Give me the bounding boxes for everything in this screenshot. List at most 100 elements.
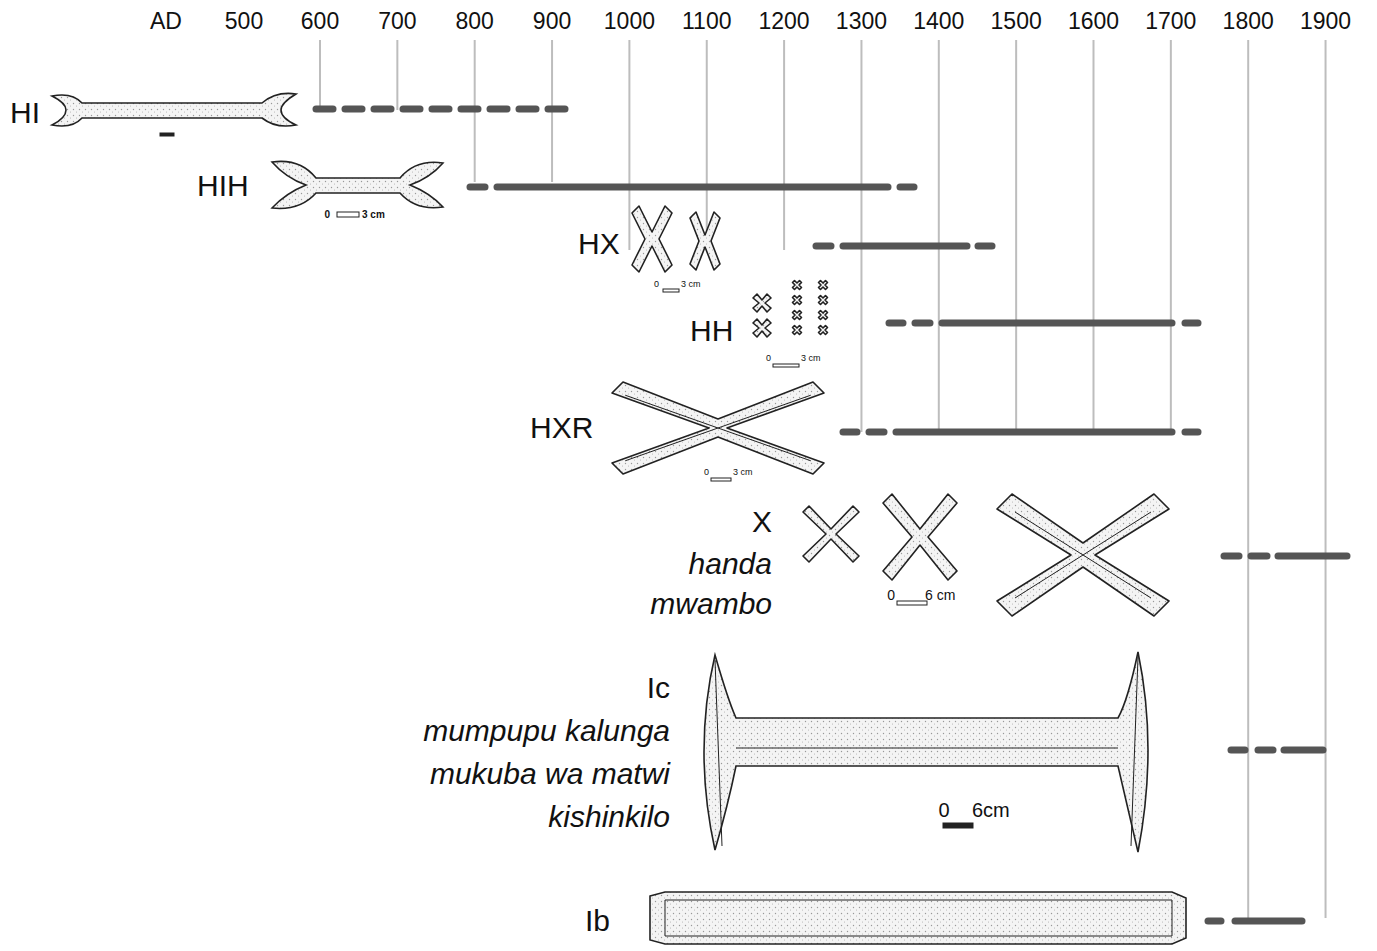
year-gridline xyxy=(783,40,785,250)
copper-cross xyxy=(690,212,720,270)
scale-text: 3 cm xyxy=(362,210,385,220)
type-label: X xyxy=(752,507,772,537)
date-range-bar xyxy=(1235,918,1302,925)
date-range-bar xyxy=(1231,747,1245,754)
local-name: mumpupu kalunga xyxy=(423,716,670,746)
copper-cross xyxy=(819,296,828,305)
date-range-bar xyxy=(1185,429,1198,436)
scale-text: 3 cm xyxy=(681,280,701,289)
year-label: 1200 xyxy=(759,10,810,33)
scale-bar xyxy=(663,289,679,292)
scale-bar xyxy=(337,212,359,217)
date-range-bar xyxy=(490,106,507,113)
year-gridline xyxy=(1247,40,1249,918)
type-label: HI xyxy=(10,98,40,128)
scale-bar xyxy=(897,601,927,605)
ic-ridge xyxy=(715,657,1138,846)
copper-cross xyxy=(803,506,859,562)
year-label: 700 xyxy=(378,10,416,33)
ib-ingot xyxy=(650,892,1186,944)
cross-ridge xyxy=(1015,512,1151,598)
type-label: HXR xyxy=(530,413,593,443)
date-range-bar xyxy=(889,320,903,327)
date-range-bar xyxy=(1185,320,1198,327)
date-range-bar xyxy=(843,429,857,436)
scale-text: 3 cm xyxy=(801,354,821,363)
copper-cross xyxy=(753,319,771,337)
copper-cross xyxy=(819,326,828,335)
date-range-bar xyxy=(896,429,1172,436)
scale-text: 0 xyxy=(766,354,771,363)
year-gridline xyxy=(319,40,321,110)
date-range-bar xyxy=(519,106,536,113)
date-range-bar xyxy=(345,106,362,113)
date-range-bar xyxy=(461,106,478,113)
date-range-bar xyxy=(978,243,992,250)
date-range-bar xyxy=(915,320,930,327)
local-name: mukuba wa matwi xyxy=(430,759,670,789)
year-gridline xyxy=(706,40,708,250)
scale-text: 0 xyxy=(887,588,895,602)
year-label: 1700 xyxy=(1145,10,1196,33)
date-range-bar xyxy=(843,243,967,250)
year-gridline xyxy=(1093,40,1095,432)
year-label: 600 xyxy=(301,10,339,33)
scale-text: 6cm xyxy=(972,800,1010,820)
year-gridline xyxy=(860,40,862,432)
date-range-bar xyxy=(374,106,391,113)
type-label: HH xyxy=(690,316,733,346)
scale-bar xyxy=(943,823,973,828)
hi-ingot xyxy=(52,93,296,126)
date-range-bar xyxy=(316,106,333,113)
year-label: 1400 xyxy=(913,10,964,33)
scale-text: 3 cm xyxy=(733,468,753,477)
type-label: HX xyxy=(578,229,620,259)
date-range-bar xyxy=(1258,747,1273,754)
date-range-bar xyxy=(1224,553,1239,560)
copper-cross xyxy=(819,281,828,290)
scale-text: 0 xyxy=(938,800,949,820)
scale-bar xyxy=(160,133,174,136)
year-label: 500 xyxy=(225,10,263,33)
year-label: 1500 xyxy=(991,10,1042,33)
year-label: AD xyxy=(150,10,182,33)
year-gridline xyxy=(1170,40,1172,432)
year-label: 1600 xyxy=(1068,10,1119,33)
hih-ingot xyxy=(272,161,443,208)
local-name: kishinkilo xyxy=(548,802,670,832)
ic-ingot xyxy=(704,652,1148,852)
year-label: 1300 xyxy=(836,10,887,33)
scale-bar xyxy=(711,478,731,481)
scale-bar xyxy=(773,364,799,367)
type-label: HIH xyxy=(197,171,249,201)
date-range-bar xyxy=(816,243,831,250)
date-range-bar xyxy=(497,184,888,191)
year-label: 900 xyxy=(533,10,571,33)
type-label: Ic xyxy=(647,673,670,703)
copper-cross xyxy=(793,281,802,290)
local-name: handa xyxy=(689,549,772,579)
copper-cross xyxy=(612,382,824,474)
year-label: 1900 xyxy=(1300,10,1351,33)
date-range-bar xyxy=(403,106,420,113)
ib-ridge xyxy=(665,900,1172,936)
date-range-bar xyxy=(548,106,565,113)
date-range-bar xyxy=(1251,553,1267,560)
copper-cross xyxy=(997,494,1169,616)
date-range-bar xyxy=(470,184,485,191)
scale-text: 0 xyxy=(704,468,709,477)
copper-cross xyxy=(819,311,828,320)
type-label: Ib xyxy=(585,906,610,936)
date-range-bar xyxy=(1278,553,1347,560)
date-range-bar xyxy=(432,106,449,113)
date-range-bar xyxy=(900,184,914,191)
year-gridline xyxy=(938,40,940,432)
cross-ridge xyxy=(625,395,811,461)
local-name: mwambo xyxy=(650,589,772,619)
year-gridline xyxy=(1325,40,1327,918)
copper-cross xyxy=(793,311,802,320)
copper-cross xyxy=(793,296,802,305)
scale-text: 0 xyxy=(654,280,659,289)
year-label: 800 xyxy=(456,10,494,33)
